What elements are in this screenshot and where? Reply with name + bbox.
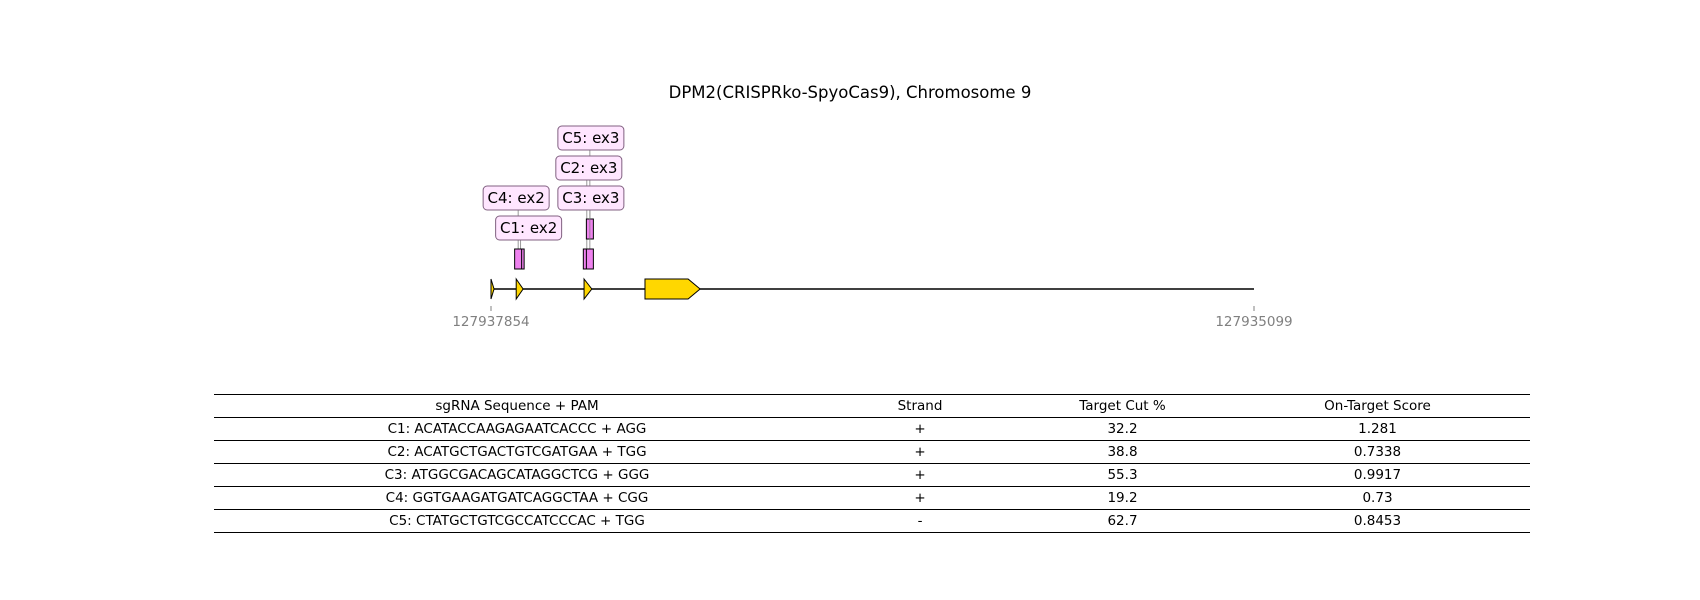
guide-label-box bbox=[557, 125, 625, 151]
guide-label-C3: C3: ex3 bbox=[557, 185, 625, 211]
cell-strand: + bbox=[820, 486, 1020, 510]
table-row: C3: ATGGCGACAGCATAGGCTCG + GGG + 55.3 0.… bbox=[214, 463, 1530, 487]
guide-label-box bbox=[482, 185, 550, 211]
guide-label-C1: C1: ex2 bbox=[495, 215, 563, 241]
cell-target-cut: 19.2 bbox=[1020, 486, 1225, 510]
start-coord-label: 127937854 bbox=[452, 314, 529, 330]
exon-ex4 bbox=[644, 278, 701, 300]
table-row: C1: ACATACCAAGAGAATCACCC + AGG + 32.2 1.… bbox=[214, 417, 1530, 441]
header-strand: Strand bbox=[820, 394, 1020, 418]
exon-ex1 bbox=[490, 278, 495, 300]
cell-sequence: C4: GGTGAAGATGATCAGGCTAA + CGG bbox=[214, 486, 820, 510]
cell-score: 0.7338 bbox=[1225, 440, 1530, 464]
cell-target-cut: 62.7 bbox=[1020, 509, 1225, 533]
cell-score: 0.9917 bbox=[1225, 463, 1530, 487]
cell-score: 0.73 bbox=[1225, 486, 1530, 510]
guide-label-text: C3: ex3 bbox=[562, 189, 619, 207]
cell-sequence: C3: ATGGCGACAGCATAGGCTCG + GGG bbox=[214, 463, 820, 487]
guide-group bbox=[514, 138, 594, 270]
guide-label-box bbox=[557, 185, 625, 211]
exon-ex2 bbox=[515, 277, 524, 301]
cell-target-cut: 38.8 bbox=[1020, 440, 1225, 464]
cell-target-cut: 32.2 bbox=[1020, 417, 1225, 441]
table-row: C5: CTATGCTGTCGCCATCCCAC + TGG - 62.7 0.… bbox=[214, 509, 1530, 533]
cell-strand: + bbox=[820, 463, 1020, 487]
guide-table: sgRNA Sequence + PAM Strand Target Cut %… bbox=[214, 394, 1530, 533]
guide-label-text: C2: ex3 bbox=[560, 159, 617, 177]
exon-ex3 bbox=[583, 277, 593, 301]
guide-label-C4: C4: ex2 bbox=[482, 185, 550, 211]
cell-strand: - bbox=[820, 509, 1020, 533]
figure-title: DPM2(CRISPRko-SpyoCas9), Chromosome 9 bbox=[668, 83, 1032, 102]
coordinate-group: 127937854 127935099 bbox=[452, 306, 1293, 330]
guide-label-C2: C2: ex3 bbox=[555, 155, 623, 181]
guide-label-text: C5: ex3 bbox=[562, 129, 619, 147]
table-row: C4: GGTGAAGATGATCAGGCTAA + CGG + 19.2 0.… bbox=[214, 486, 1530, 510]
cell-score: 1.281 bbox=[1225, 417, 1530, 441]
cell-sequence: C5: CTATGCTGTCGCCATCCCAC + TGG bbox=[214, 509, 820, 533]
cell-strand: + bbox=[820, 440, 1020, 464]
guide-mark-C5 bbox=[585, 248, 594, 270]
guide-label-text: C4: ex2 bbox=[488, 189, 545, 207]
exon-group bbox=[490, 277, 701, 301]
end-coord-label: 127935099 bbox=[1215, 314, 1292, 330]
cell-sequence: C2: ACATGCTGACTGTCGATGAA + TGG bbox=[214, 440, 820, 464]
guide-label-box bbox=[555, 155, 623, 181]
header-on-target-score: On-Target Score bbox=[1225, 394, 1530, 418]
guide-label-C5: C5: ex3 bbox=[557, 125, 625, 151]
guide-label-box bbox=[495, 215, 563, 241]
cell-target-cut: 55.3 bbox=[1020, 463, 1225, 487]
guide-mark-C4 bbox=[514, 248, 523, 270]
header-sequence: sgRNA Sequence + PAM bbox=[214, 394, 820, 418]
cell-sequence: C1: ACATACCAAGAGAATCACCC + AGG bbox=[214, 417, 820, 441]
cell-strand: + bbox=[820, 417, 1020, 441]
cell-score: 0.8453 bbox=[1225, 509, 1530, 533]
guide-label-text: C1: ex2 bbox=[500, 219, 557, 237]
table-header-row: sgRNA Sequence + PAM Strand Target Cut %… bbox=[214, 394, 1530, 418]
table-row: C2: ACATGCTGACTGTCGATGAA + TGG + 38.8 0.… bbox=[214, 440, 1530, 464]
header-target-cut: Target Cut % bbox=[1020, 394, 1225, 418]
